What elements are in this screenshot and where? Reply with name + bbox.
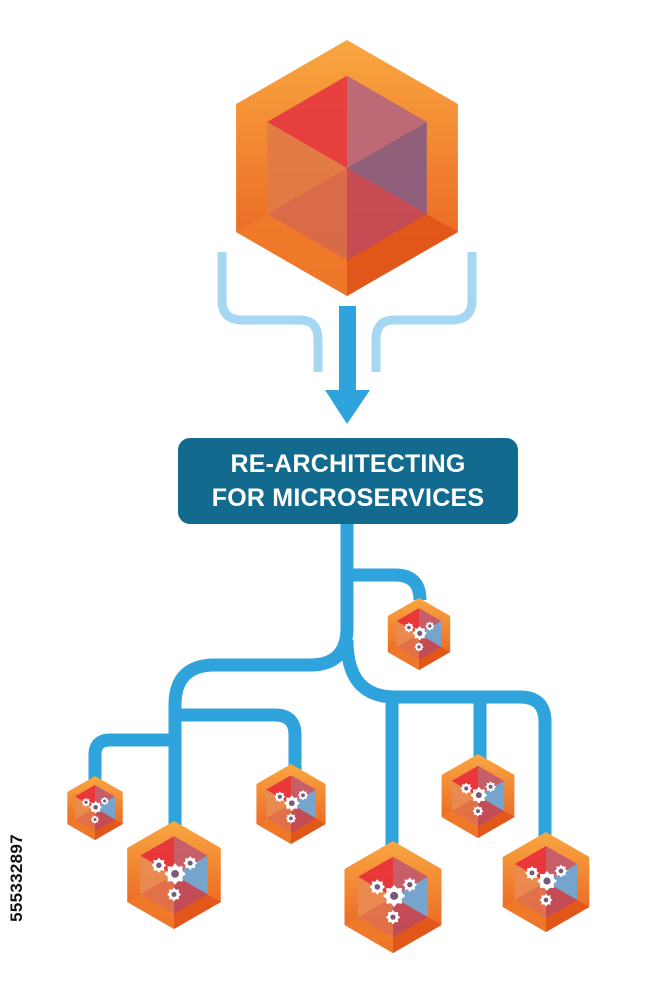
- microservice-cube-icon: [441, 754, 515, 838]
- microservice-cube-icon: [387, 598, 451, 670]
- gear-icon: [485, 781, 497, 793]
- gear-icon: [100, 796, 109, 806]
- gear-icon: [412, 626, 427, 641]
- gear-icon: [89, 801, 102, 814]
- gear-icon: [285, 813, 297, 824]
- connector-line-1: [340, 524, 427, 601]
- gear-icon: [402, 877, 418, 892]
- gear-icon: [369, 879, 386, 895]
- gear-icon: [297, 790, 309, 801]
- gear-icon: [167, 887, 181, 902]
- down-arrow-icon: [325, 390, 370, 424]
- microservice-cube-icon: [127, 821, 221, 929]
- microservice-cube-icon: [256, 764, 326, 844]
- gear-icon: [414, 642, 424, 652]
- gear-icon: [472, 805, 484, 817]
- side-image-id: 555332897: [4, 765, 30, 990]
- connector-line-4: [88, 733, 175, 790]
- microservice-cube-icon: [502, 832, 590, 932]
- microservice-cube-icon: [67, 776, 123, 840]
- side-image-id-text: 555332897: [7, 833, 27, 922]
- monolith-cube-icon: [236, 40, 458, 296]
- down-arrow-shaft: [339, 306, 356, 392]
- gear-icon: [539, 893, 553, 907]
- inflow-pipe-2: [371, 252, 477, 372]
- gear-icon: [283, 795, 300, 812]
- gear-icon: [183, 856, 198, 871]
- gear-icon: [382, 884, 406, 908]
- gear-icon: [164, 863, 186, 885]
- inflow-pipe-1: [217, 252, 323, 372]
- microservice-cube-icon: [344, 841, 442, 953]
- gear-icon: [151, 857, 167, 873]
- gear-icon: [554, 864, 568, 878]
- gear-icon: [90, 815, 100, 824]
- connector-line-3: [175, 708, 302, 790]
- gear-icon: [470, 786, 488, 804]
- gear-icon: [460, 782, 473, 795]
- gear-icon: [81, 797, 91, 807]
- title-box: RE-ARCHITECTING FOR MICROSERVICES: [178, 438, 518, 524]
- gear-icon: [537, 871, 557, 891]
- gear-icon: [403, 622, 414, 633]
- title-line-2: FOR MICROSERVICES: [211, 484, 485, 512]
- gear-icon: [274, 791, 286, 803]
- title-line-1: RE-ARCHITECTING: [230, 450, 466, 478]
- gear-icon: [385, 909, 401, 925]
- gear-icon: [425, 621, 435, 631]
- gear-icon: [525, 866, 539, 880]
